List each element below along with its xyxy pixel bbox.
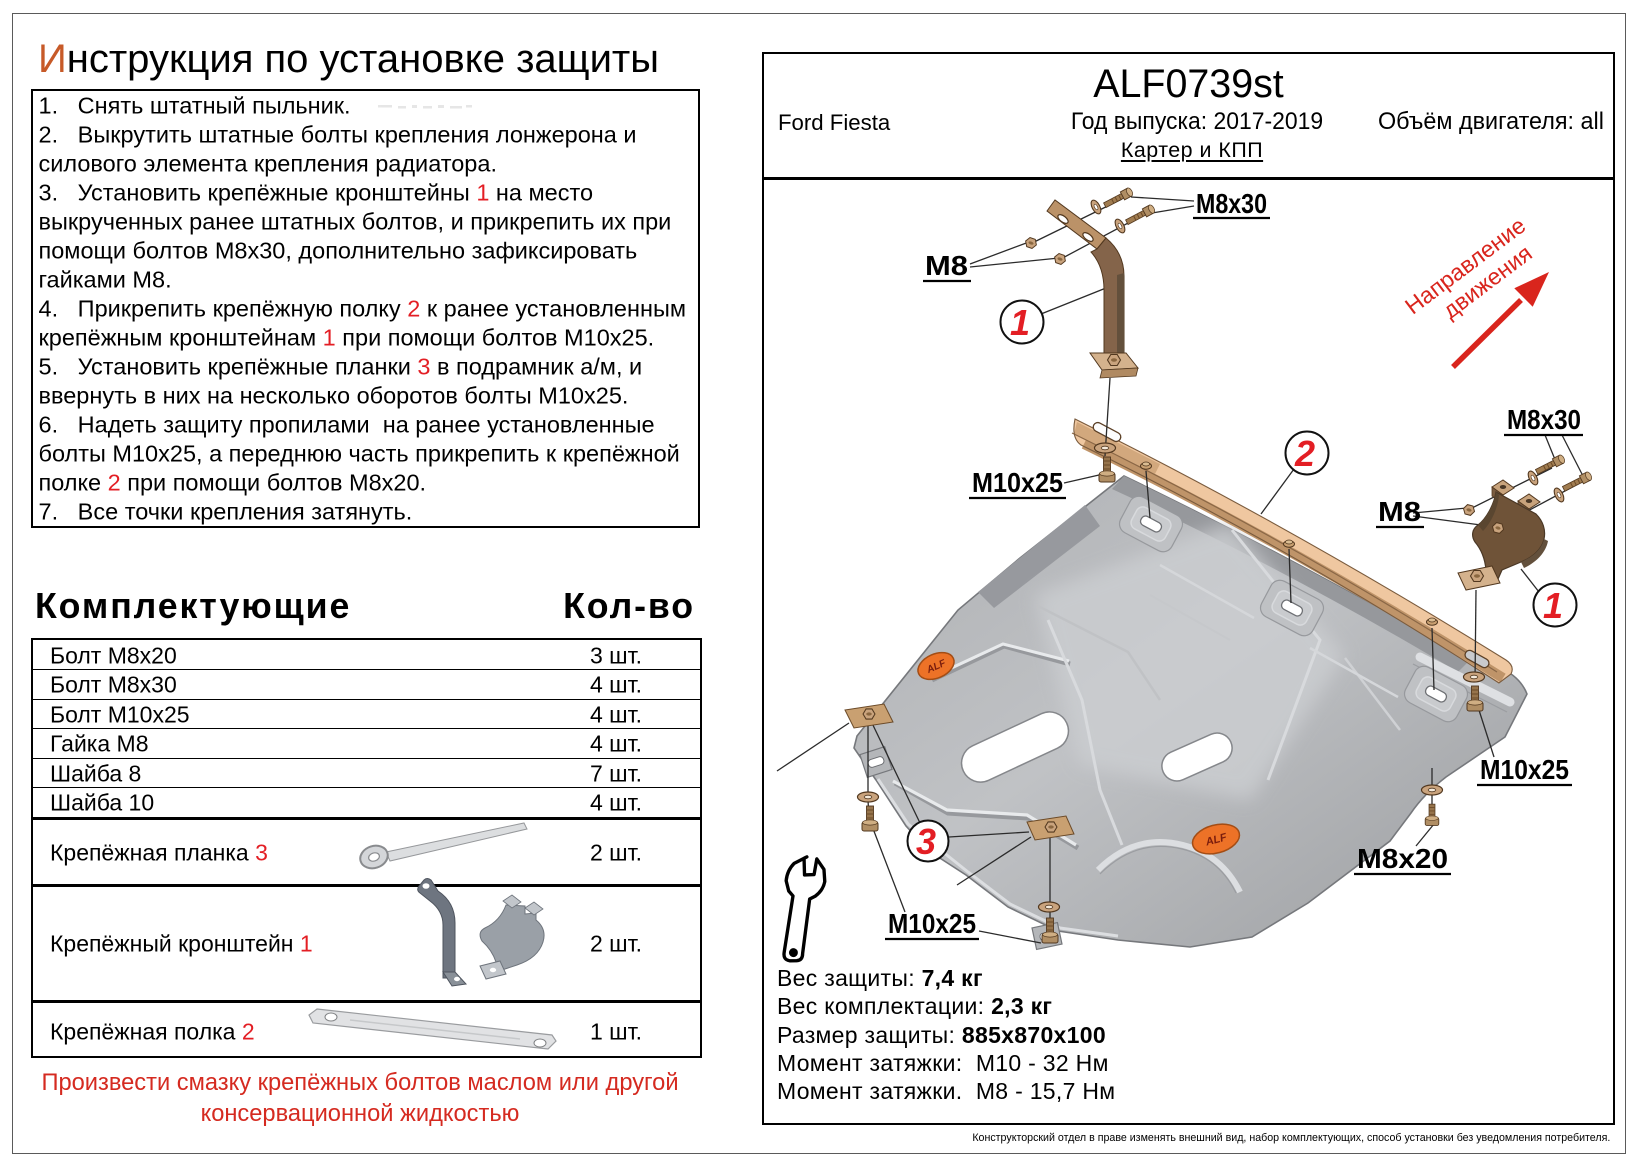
svg-text:2: 2 (1294, 433, 1315, 474)
svg-text:М8х30: М8х30 (1196, 188, 1267, 219)
svg-text:М10х25: М10х25 (972, 467, 1063, 498)
svg-text:М10х25: М10х25 (888, 908, 976, 939)
svg-text:1: 1 (1543, 585, 1563, 626)
svg-text:ALF: ALF (1203, 831, 1228, 848)
svg-text:3: 3 (916, 821, 936, 862)
svg-text:М8: М8 (1378, 496, 1421, 527)
svg-text:1: 1 (1010, 302, 1030, 343)
svg-text:М10х25: М10х25 (1480, 754, 1569, 785)
svg-text:М8х30: М8х30 (1507, 404, 1581, 435)
svg-text:М8х20: М8х20 (1357, 843, 1448, 874)
svg-text:М8: М8 (925, 250, 968, 281)
